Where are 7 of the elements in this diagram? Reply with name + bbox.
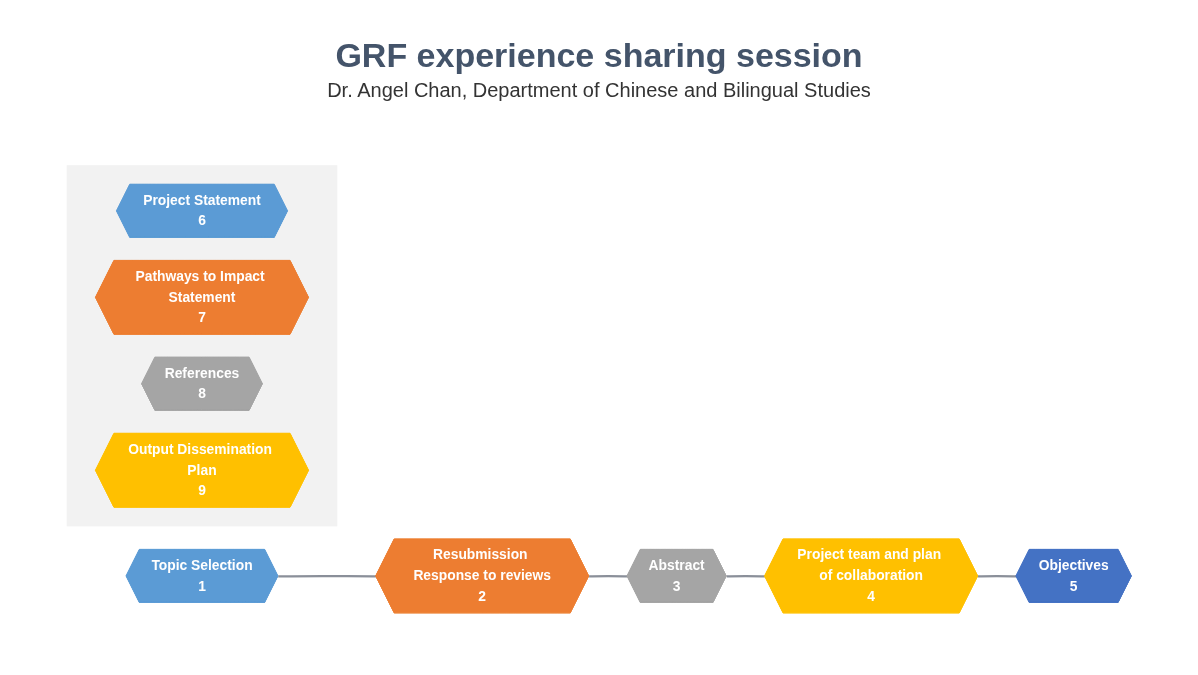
connector: [278, 574, 377, 577]
connector: [589, 574, 628, 577]
connector: [977, 574, 1017, 577]
connector: [726, 574, 766, 577]
title: GRF experience sharing session: [335, 36, 863, 75]
cluster: [66, 164, 338, 526]
subtitle-text: Dr. Angel Chan, Department of Chinese and Bilingual Studies: [327, 79, 871, 102]
